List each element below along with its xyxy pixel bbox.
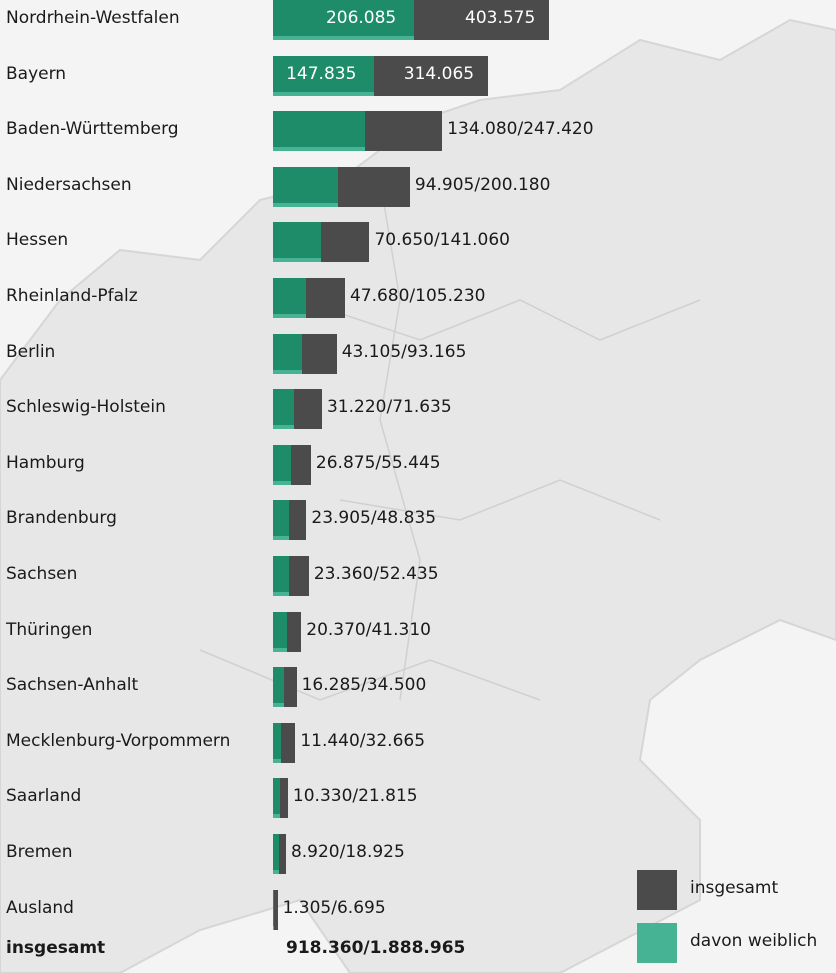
bar-davon-weiblich-shadow <box>273 480 292 485</box>
category-label: Ausland <box>6 897 74 918</box>
bar-davon-weiblich <box>273 722 281 759</box>
bar-davon-weiblich-shadow <box>273 91 375 96</box>
value-label: 43.105/93.165 <box>341 341 467 362</box>
category-label: Hessen <box>6 230 69 251</box>
bar-davon-weiblich-shadow <box>273 758 281 763</box>
value-label-insgesamt: 403.575 <box>465 8 536 28</box>
value-label: 20.370/41.310 <box>306 619 431 640</box>
value-label: 134.080/247.420 <box>447 119 594 140</box>
category-label: Rheinland-Pfalz <box>6 286 138 306</box>
category-label: Thüringen <box>6 619 93 640</box>
bar-davon-weiblich-shadow <box>273 147 365 152</box>
bar-davon-weiblich <box>273 611 287 648</box>
bar-davon-weiblich <box>273 278 306 314</box>
value-label: 94.905/200.180 <box>414 174 551 195</box>
bar-davon-weiblich <box>273 0 414 36</box>
value-label: 26.875/55.445 <box>315 452 441 473</box>
value-label: 47.680/105.230 <box>349 286 486 306</box>
value-label: 23.360/52.435 <box>313 564 439 584</box>
bar-davon-weiblich-shadow <box>273 36 414 40</box>
category-label: Sachsen <box>6 564 78 584</box>
category-label: Bremen <box>6 842 73 862</box>
category-label: Bayern <box>6 63 67 84</box>
bar-davon-weiblich-shadow <box>273 369 303 374</box>
category-label: Baden-Württemberg <box>6 119 179 140</box>
bar-davon-weiblich <box>273 834 280 870</box>
legend-label: insgesamt <box>690 878 779 898</box>
bar-davon-weiblich-shadow <box>273 647 287 652</box>
legend-swatch <box>637 870 677 910</box>
category-label: Schleswig-Holstein <box>6 397 166 418</box>
value-label: 11.440/32.665 <box>300 730 426 751</box>
legend-label: davon weiblich <box>690 931 818 951</box>
bar-davon-weiblich-shadow <box>273 925 274 930</box>
bar-davon-weiblich-shadow <box>273 814 281 819</box>
bar-davon-weiblich-shadow <box>273 258 322 263</box>
value-label-weiblich: 147.835 <box>286 63 357 84</box>
value-label: 16.285/34.500 <box>301 675 427 696</box>
bar-davon-weiblich <box>273 166 338 203</box>
value-label: 23.905/48.835 <box>311 508 437 529</box>
category-label: Saarland <box>6 786 82 807</box>
map-region-shape <box>0 18 836 973</box>
value-label-insgesamt: 314.065 <box>403 63 475 84</box>
bar-davon-weiblich-shadow <box>273 703 285 708</box>
value-label: 31.220/71.635 <box>326 397 452 418</box>
bar-davon-weiblich-shadow <box>273 592 289 596</box>
bar-davon-weiblich <box>273 389 295 426</box>
value-label: 70.650/141.060 <box>374 230 510 251</box>
value-label: 10.330/21.815 <box>292 786 418 807</box>
total-row-value: 918.360/1.888.965 <box>286 938 466 958</box>
value-label-weiblich: 206.085 <box>325 8 397 28</box>
category-label: Berlin <box>6 341 56 362</box>
category-label: Nordrhein-Westfalen <box>6 8 180 28</box>
category-label: Mecklenburg-Vorpommern <box>6 730 231 751</box>
value-label: 1.305/6.695 <box>282 897 386 918</box>
bar-davon-weiblich <box>273 333 303 370</box>
category-label: Brandenburg <box>6 508 117 529</box>
bar-davon-weiblich-shadow <box>273 314 306 318</box>
bar-davon-weiblich <box>273 444 292 481</box>
bar-davon-weiblich <box>273 889 274 926</box>
legend-swatch <box>637 923 677 963</box>
category-label: Sachsen-Anhalt <box>6 675 139 696</box>
value-label: 8.920/18.925 <box>290 842 405 862</box>
total-row-label: insgesamt <box>6 938 106 958</box>
bar-davon-weiblich <box>273 222 322 259</box>
bar-davon-weiblich <box>273 55 375 92</box>
bar-davon-weiblich-shadow <box>273 202 338 207</box>
bar-davon-weiblich-shadow <box>273 870 280 874</box>
bar-davon-weiblich <box>273 556 289 592</box>
category-label: Niedersachsen <box>6 174 132 195</box>
bar-davon-weiblich-shadow <box>273 536 290 541</box>
bar-davon-weiblich <box>273 111 365 148</box>
bar-davon-weiblich <box>273 500 290 537</box>
bar-davon-weiblich <box>273 667 285 704</box>
bar-davon-weiblich-shadow <box>273 425 295 430</box>
map-border-line <box>199 179 701 701</box>
category-label: Hamburg <box>6 452 85 473</box>
bar-insgesamt <box>273 889 278 930</box>
bar-davon-weiblich <box>273 778 281 815</box>
